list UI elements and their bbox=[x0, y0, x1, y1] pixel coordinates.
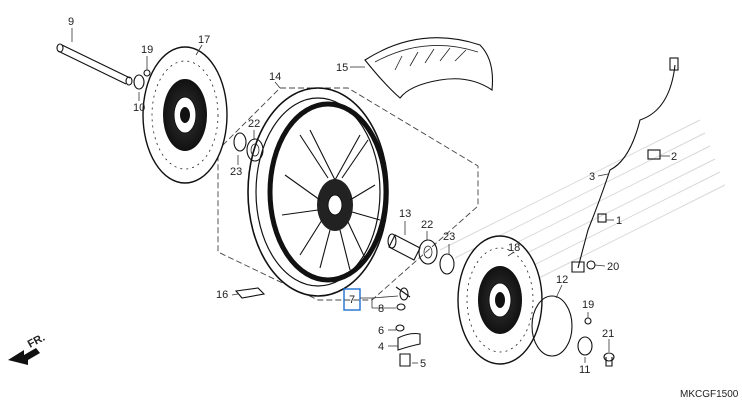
callout-labels: 9 19 17 10 14 15 22 23 2 3 1 13 22 23 18… bbox=[68, 16, 677, 376]
tire-valve bbox=[395, 286, 421, 367]
axle-shaft bbox=[56, 43, 133, 86]
disc-bolt-upper bbox=[143, 69, 151, 77]
callout-10: 10 bbox=[133, 102, 145, 114]
callout-19-lower: 19 bbox=[582, 299, 594, 311]
flange-bolt bbox=[603, 352, 615, 367]
callout-21: 21 bbox=[602, 328, 614, 340]
leader-lines bbox=[71, 28, 670, 364]
callout-12: 12 bbox=[556, 274, 568, 286]
callout-2: 2 bbox=[671, 151, 677, 163]
disc-bolt-lower bbox=[584, 317, 592, 325]
callout-7: 7 bbox=[349, 294, 355, 306]
wheel-speed-sensor bbox=[571, 57, 679, 273]
callout-4: 4 bbox=[378, 341, 384, 353]
left-bearing-set bbox=[233, 132, 264, 162]
left-brake-disc bbox=[142, 46, 228, 184]
part-7-highlight bbox=[343, 288, 361, 311]
callout-11: 11 bbox=[579, 364, 590, 376]
callout-22-left: 22 bbox=[248, 118, 260, 130]
callout-13: 13 bbox=[399, 208, 411, 220]
diagram-code: MKCGF1500 bbox=[680, 389, 739, 400]
callout-23-right: 23 bbox=[443, 231, 455, 243]
callout-6: 6 bbox=[378, 325, 384, 337]
callout-20: 20 bbox=[607, 261, 619, 273]
right-brake-disc bbox=[457, 235, 543, 365]
callout-15: 15 bbox=[336, 62, 348, 74]
front-label: FR. bbox=[26, 332, 47, 351]
callout-19-upper: 19 bbox=[141, 44, 153, 56]
callout-17: 17 bbox=[198, 34, 210, 46]
callout-5: 5 bbox=[420, 358, 426, 370]
callout-23-left: 23 bbox=[230, 166, 242, 178]
callout-18: 18 bbox=[508, 242, 520, 254]
callout-14: 14 bbox=[269, 71, 281, 83]
callout-1: 1 bbox=[616, 215, 622, 227]
balance-weight bbox=[234, 287, 266, 299]
callout-16: 16 bbox=[216, 289, 228, 301]
callout-3: 3 bbox=[589, 171, 595, 183]
callout-22-right: 22 bbox=[421, 219, 433, 231]
right-bearing-set bbox=[418, 239, 455, 275]
pulser-ring bbox=[531, 295, 573, 357]
callout-9: 9 bbox=[68, 16, 74, 28]
front-direction-arrow bbox=[8, 348, 40, 365]
side-collar bbox=[577, 336, 593, 356]
wheel-rim bbox=[247, 87, 389, 297]
distance-collar bbox=[387, 233, 421, 261]
tire bbox=[364, 37, 494, 99]
callout-8: 8 bbox=[378, 303, 384, 315]
axle-collar bbox=[133, 74, 145, 90]
